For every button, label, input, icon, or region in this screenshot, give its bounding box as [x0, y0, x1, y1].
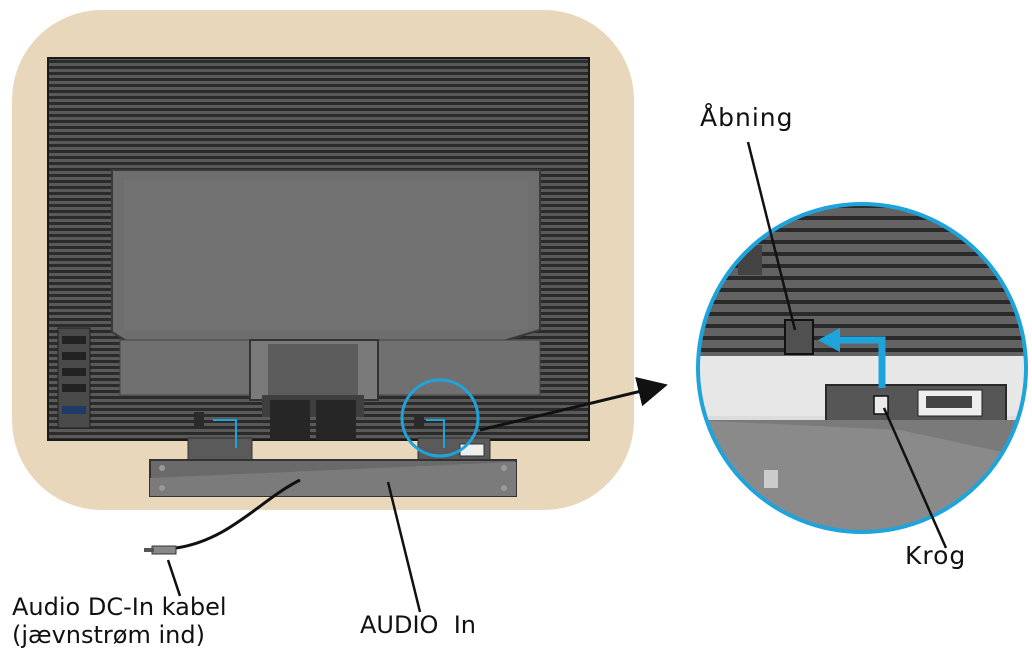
blue-guides — [213, 378, 480, 458]
label-krog: Krog — [905, 541, 967, 570]
blue-insert-arrow — [838, 336, 886, 388]
label-audio-dc-cable-line2: (jævnstrøm ind) — [12, 620, 205, 649]
slot-opening — [784, 319, 814, 355]
audio-dc-cable — [144, 478, 301, 555]
leader-lines — [166, 141, 948, 613]
label-audio-in: AUDIO In — [360, 611, 476, 639]
speaker-bar — [149, 437, 517, 497]
label-abning: Åbning — [700, 103, 794, 132]
zoom-detail — [696, 202, 1028, 534]
label-audio-dc-cable: Audio DC-In kabel (jævnstrøm ind) — [12, 593, 227, 649]
monitor-back — [47, 57, 590, 441]
zoom-arrow — [479, 377, 668, 432]
label-audio-dc-cable-line1: Audio DC-In kabel — [12, 593, 227, 621]
